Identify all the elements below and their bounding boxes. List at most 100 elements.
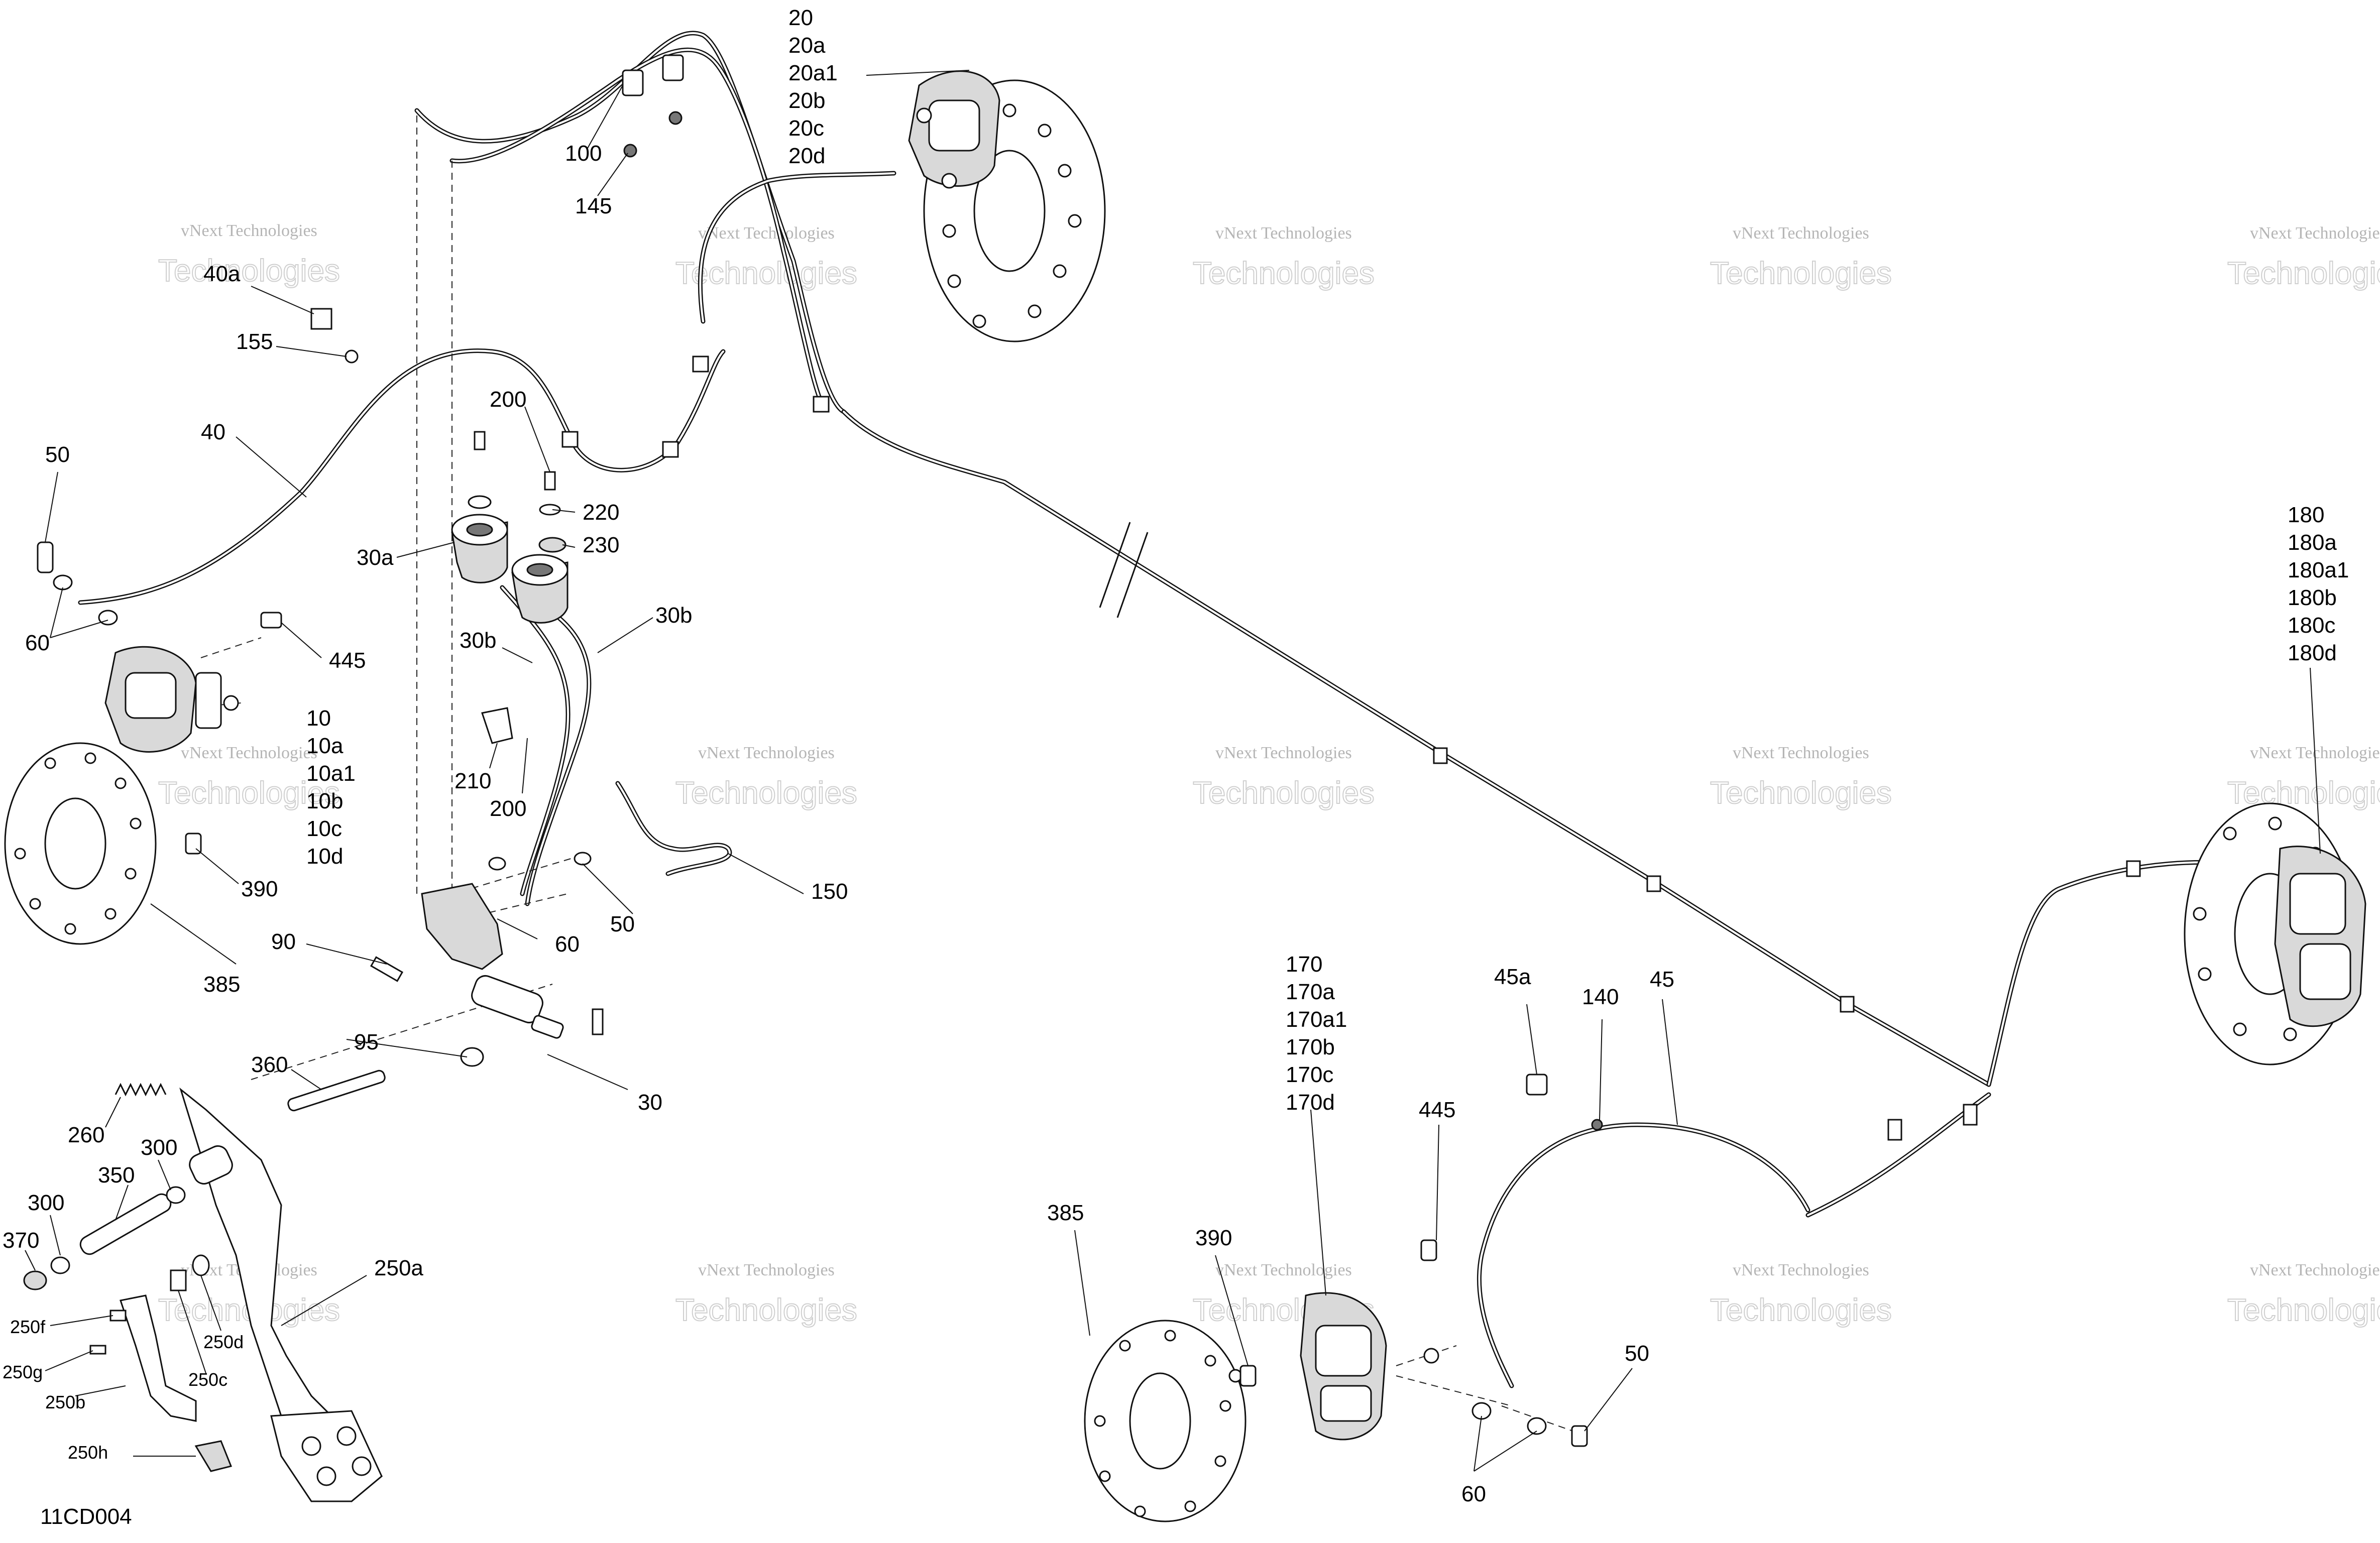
washer-300 xyxy=(50,1256,70,1274)
front-left-brake-assembly xyxy=(4,646,239,945)
callout-60-right: 60 xyxy=(1461,1482,1486,1506)
bolt-390-left xyxy=(185,833,202,855)
brake-line-30b-a xyxy=(500,585,571,896)
svg-text:vNext Technologies: vNext Technologies xyxy=(1733,1261,1869,1279)
line-clip xyxy=(692,355,709,373)
line-clip xyxy=(1433,747,1448,764)
callout-445-right: 445 xyxy=(1419,1098,1455,1122)
callout-170b: 170b xyxy=(1286,1035,1335,1059)
clip xyxy=(662,54,684,81)
diagram-id: 11CD004 xyxy=(40,1504,132,1529)
callout-30a: 30a xyxy=(357,545,394,570)
nut-370 xyxy=(23,1270,47,1290)
callout-10c: 10c xyxy=(306,816,342,841)
callout-180b: 180b xyxy=(2288,585,2337,610)
callout-20d: 20d xyxy=(788,144,825,168)
pivot-pin-360 xyxy=(287,1070,386,1112)
line-clip xyxy=(813,396,830,413)
callout-170c: 170c xyxy=(1286,1062,1333,1087)
callout-370: 370 xyxy=(3,1228,39,1253)
washer-60 xyxy=(53,574,73,590)
callout-180: 180 xyxy=(2288,503,2324,527)
pedal-assembly xyxy=(23,1070,386,1502)
callout-170d: 170d xyxy=(1286,1090,1335,1115)
line-clip xyxy=(2126,860,2141,877)
svg-text:vNext Technologies: vNext Technologies xyxy=(698,224,835,243)
callout-60-mid: 60 xyxy=(555,932,580,957)
callout-30: 30 xyxy=(638,1090,662,1115)
screw-200 xyxy=(544,471,556,491)
callout-labels: 20 20a 20a1 20b 20c 20d 100 145 40a 155 … xyxy=(3,6,2349,1529)
callout-250b: 250b xyxy=(45,1392,85,1412)
bolt-390-right xyxy=(1239,1365,1257,1387)
brake-line-rear-left xyxy=(1805,1092,1991,1218)
svg-text:Technologies: Technologies xyxy=(1193,776,1375,810)
callout-45: 45 xyxy=(1650,967,1674,992)
callout-20a1: 20a1 xyxy=(788,61,838,85)
line-clip xyxy=(1646,875,1661,892)
callout-20b: 20b xyxy=(788,88,825,113)
pedal-pad-250h xyxy=(194,1440,233,1472)
line-break-mark xyxy=(1116,532,1149,618)
callout-300-a: 300 xyxy=(141,1135,177,1160)
callout-390-right: 390 xyxy=(1195,1226,1232,1250)
callout-50-mid: 50 xyxy=(610,912,635,936)
svg-text:vNext Technologies: vNext Technologies xyxy=(698,1261,835,1279)
callout-250g: 250g xyxy=(3,1362,43,1382)
callout-350: 350 xyxy=(98,1163,135,1188)
spring-260 xyxy=(115,1083,167,1097)
svg-text:Technologies: Technologies xyxy=(1710,776,1892,810)
callout-20a: 20a xyxy=(788,33,826,58)
svg-text:Technologies: Technologies xyxy=(1710,1293,1892,1328)
callout-50-left: 50 xyxy=(45,442,70,467)
callout-180a1: 180a1 xyxy=(2288,558,2349,582)
svg-text:vNext Technologies: vNext Technologies xyxy=(2250,224,2380,243)
callout-30b-left: 30b xyxy=(460,628,496,653)
callout-100: 100 xyxy=(565,141,602,166)
callout-30b-right: 30b xyxy=(655,603,692,628)
callout-300-b: 300 xyxy=(28,1191,64,1215)
svg-text:vNext Technologies: vNext Technologies xyxy=(1215,744,1352,762)
rear-left-brake-assembly xyxy=(1084,1292,1439,1522)
line-break-mark xyxy=(1099,522,1131,608)
callout-150: 150 xyxy=(811,879,848,904)
callout-155: 155 xyxy=(236,329,273,354)
lever-250b xyxy=(120,1294,197,1422)
line-clip xyxy=(1887,1119,1902,1141)
callout-200-mid: 200 xyxy=(490,796,526,821)
callout-445-left: 445 xyxy=(329,648,366,673)
bushing xyxy=(189,1145,233,1185)
leader-lines xyxy=(25,70,2321,1472)
pin-250c xyxy=(170,1269,187,1291)
callout-20: 20 xyxy=(788,6,813,30)
nut-95 xyxy=(460,1047,484,1067)
callout-250f: 250f xyxy=(10,1317,46,1337)
line-clip xyxy=(1840,996,1855,1013)
callout-50-right: 50 xyxy=(1625,1341,1649,1366)
brake-lines xyxy=(78,31,2237,1388)
svg-text:vNext Technologies: vNext Technologies xyxy=(1733,744,1869,762)
svg-text:vNext Technologies: vNext Technologies xyxy=(181,221,317,240)
callout-170a: 170a xyxy=(1286,980,1335,1004)
svg-text:vNext Technologies: vNext Technologies xyxy=(1733,224,1869,243)
svg-text:Technologies: Technologies xyxy=(675,1293,857,1328)
svg-text:vNext Technologies: vNext Technologies xyxy=(181,744,317,762)
callout-20c: 20c xyxy=(788,116,824,141)
callout-385-right: 385 xyxy=(1047,1201,1084,1225)
bolt-50-right xyxy=(1571,1425,1588,1447)
bracket-210 xyxy=(481,707,513,744)
svg-text:Technologies: Technologies xyxy=(675,256,857,291)
washer xyxy=(468,495,492,509)
